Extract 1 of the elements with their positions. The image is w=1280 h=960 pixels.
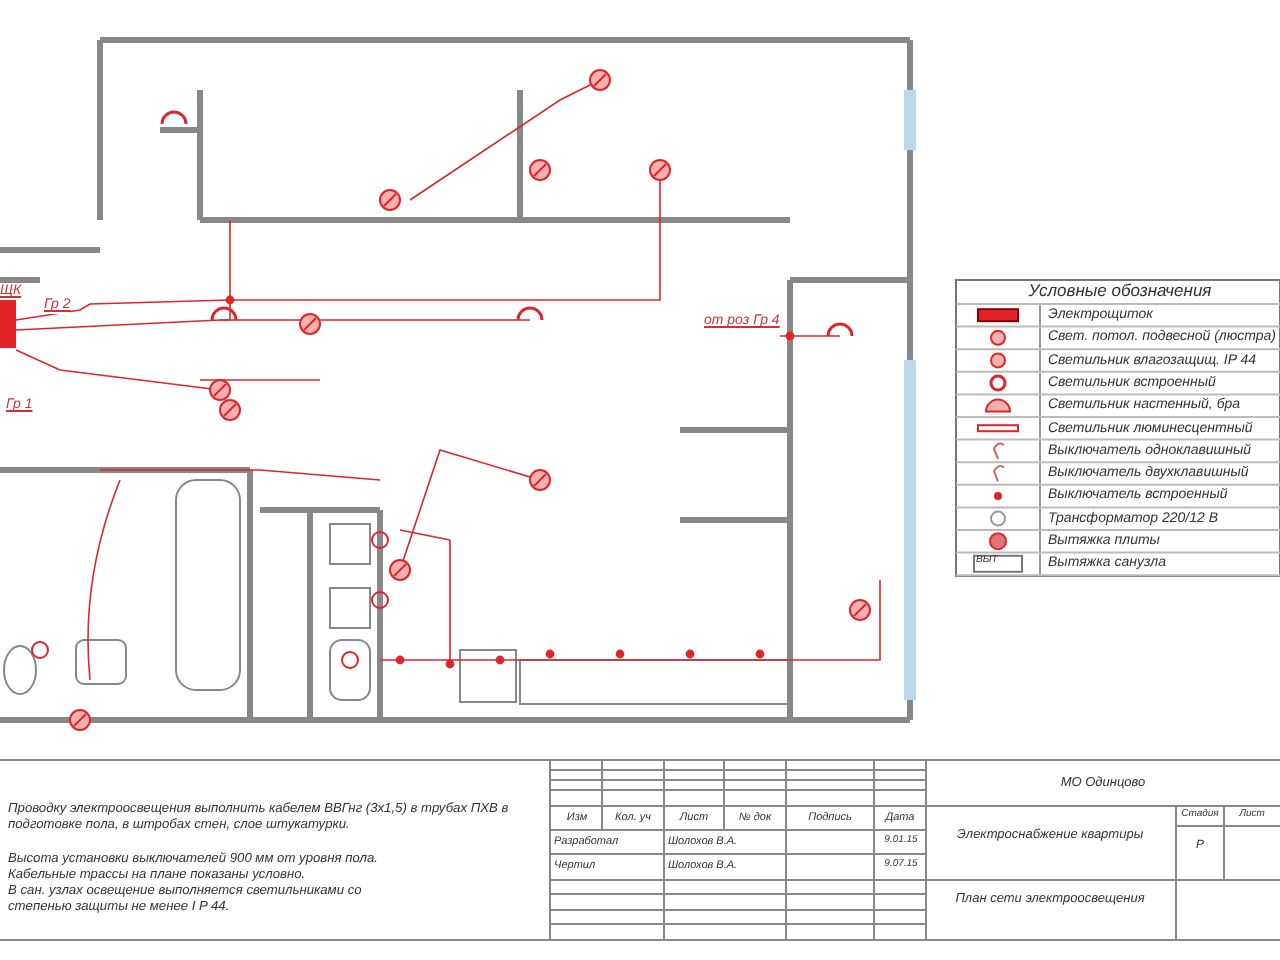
legend-title: Условные обозначения — [1026, 282, 1214, 302]
